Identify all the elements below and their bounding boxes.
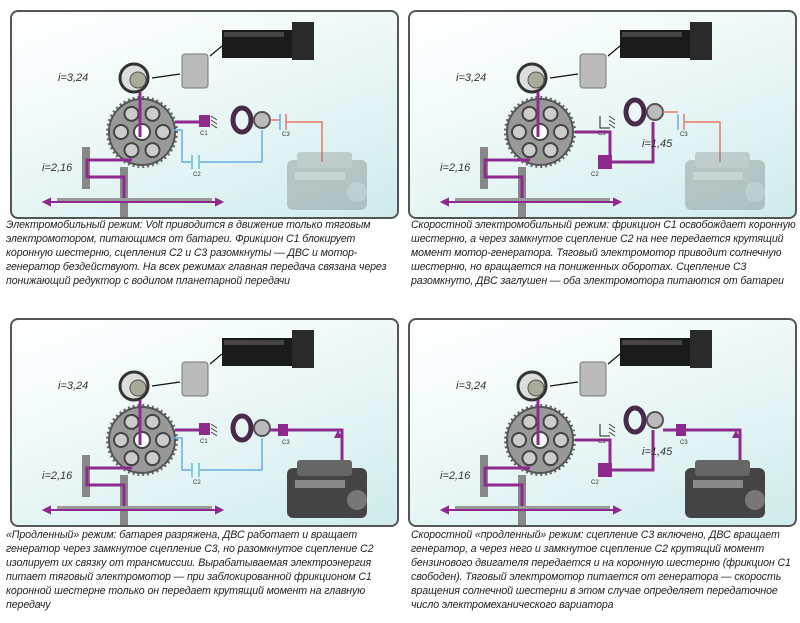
- generator-icon: [623, 405, 664, 435]
- c2-line: [172, 437, 263, 471]
- battery-link-arrow: [209, 353, 223, 365]
- generator-icon: [623, 97, 664, 127]
- planetary-gear-icon: [504, 403, 576, 477]
- battery-icon: [620, 22, 712, 60]
- ground-hatch: [608, 423, 616, 437]
- battery-icon: [620, 330, 712, 368]
- traction-motor-icon: [516, 62, 548, 94]
- inverter-icon: [181, 361, 209, 397]
- powertrain-schematic: [41, 22, 367, 217]
- engine-icon: [287, 460, 367, 518]
- powertrain-schematic: [41, 330, 367, 525]
- battery-link-arrow: [607, 45, 621, 57]
- carrier-power-path: [483, 466, 530, 510]
- engine-icon: [685, 460, 765, 518]
- reduction-ratio-label: i=2,16: [440, 162, 471, 174]
- motor-ratio-label: i=3,24: [456, 72, 487, 84]
- powertrain-schematic: [439, 22, 765, 217]
- c1-label: C1: [200, 131, 208, 137]
- motor-ratio-label: i=3,24: [456, 380, 487, 392]
- c3-label: C3: [680, 440, 688, 446]
- c1-label: C1: [200, 439, 208, 445]
- planetary-gear-icon: [106, 95, 178, 169]
- c2-label: C2: [591, 172, 599, 178]
- c3-label: C3: [680, 132, 688, 138]
- ground-hatch: [210, 423, 218, 437]
- engine-icon: [685, 152, 765, 210]
- motor-ratio-label: i=3,24: [58, 380, 89, 392]
- battery-icon: [222, 330, 314, 368]
- ground-hatch: [210, 115, 218, 129]
- carrier-power-path: [85, 466, 132, 510]
- mode-diagram-extended-range-mode: i=3,24 i=2,16 C1 C2 C3: [10, 318, 399, 527]
- c3-clutch-closed: [278, 424, 288, 436]
- motor-link-arrow: [151, 73, 181, 79]
- c1-label: C1: [598, 131, 606, 137]
- inverter-icon: [579, 361, 607, 397]
- mode-caption: «Продленный» режим: батарея разряжена, Д…: [6, 529, 374, 611]
- c2-clutch-open: [191, 155, 200, 169]
- c2-clutch-open: [191, 463, 200, 477]
- traction-motor-icon: [118, 370, 150, 402]
- carrier-power-path: [85, 158, 132, 202]
- c1-clutch-locked: [199, 115, 210, 127]
- powertrain-schematic: [439, 330, 765, 525]
- mode-caption: Электромобильный режим: Volt приводится …: [6, 219, 387, 287]
- axle-arrow: [41, 197, 225, 207]
- traction-motor-icon: [516, 370, 548, 402]
- c3-line: [663, 111, 721, 162]
- c1-clutch-open: [599, 424, 610, 437]
- motor-link-arrow: [549, 381, 579, 387]
- mode-caption: Скоростной «продленный» режим: сцепление…: [411, 529, 791, 611]
- reduction-ratio-label: i=2,16: [42, 470, 73, 482]
- inverter-icon: [181, 53, 209, 89]
- axle-arrow: [439, 505, 623, 515]
- reduction-ratio-label: i=2,16: [440, 470, 471, 482]
- c3-label: C3: [282, 440, 290, 446]
- c2-label: C2: [193, 172, 201, 178]
- variator-ratio-label: i=1,45: [642, 446, 673, 458]
- axle-arrow: [439, 197, 623, 207]
- variator-ratio-label: i=1,45: [642, 138, 673, 150]
- planetary-gear-icon: [504, 95, 576, 169]
- c1-label: C1: [598, 439, 606, 445]
- mode-caption: Скоростной электромобильный режим: фрикц…: [411, 219, 796, 287]
- traction-motor-icon: [118, 62, 150, 94]
- c3-line: [270, 114, 323, 162]
- c2-label: C2: [591, 480, 599, 486]
- motor-link-arrow: [151, 381, 181, 387]
- engine-icon: [287, 152, 367, 210]
- mode-diagram-extended-range-high-speed-mode: i=3,24 i=2,16 i=1,45 C1 C2 C3: [408, 318, 797, 527]
- c1-clutch-open: [599, 116, 610, 129]
- inverter-icon: [579, 53, 607, 89]
- battery-icon: [222, 22, 314, 60]
- mode-diagram-ev-high-speed-mode: i=3,24 i=2,16 i=1,45 C1 C2 C3: [408, 10, 797, 219]
- c3-clutch-closed: [676, 424, 686, 436]
- mode-diagram-ev-mode: i=3,24 i=2,16 C1 C2 C3: [10, 10, 399, 219]
- axle-arrow: [41, 505, 225, 515]
- c2-line: [172, 129, 263, 163]
- ground-hatch: [608, 115, 616, 129]
- motor-link-arrow: [549, 73, 579, 79]
- c2-clutch-closed: [598, 463, 612, 477]
- carrier-power-path: [483, 158, 530, 202]
- generator-icon: [230, 413, 271, 443]
- c3-label: C3: [282, 132, 290, 138]
- reduction-ratio-label: i=2,16: [42, 162, 73, 174]
- battery-link-arrow: [607, 353, 621, 365]
- planetary-gear-icon: [106, 403, 178, 477]
- c2-label: C2: [193, 480, 201, 486]
- generator-icon: [230, 105, 271, 135]
- c1-clutch-locked: [199, 423, 210, 435]
- motor-ratio-label: i=3,24: [58, 72, 89, 84]
- c2-clutch-closed: [598, 155, 612, 169]
- battery-link-arrow: [209, 45, 223, 57]
